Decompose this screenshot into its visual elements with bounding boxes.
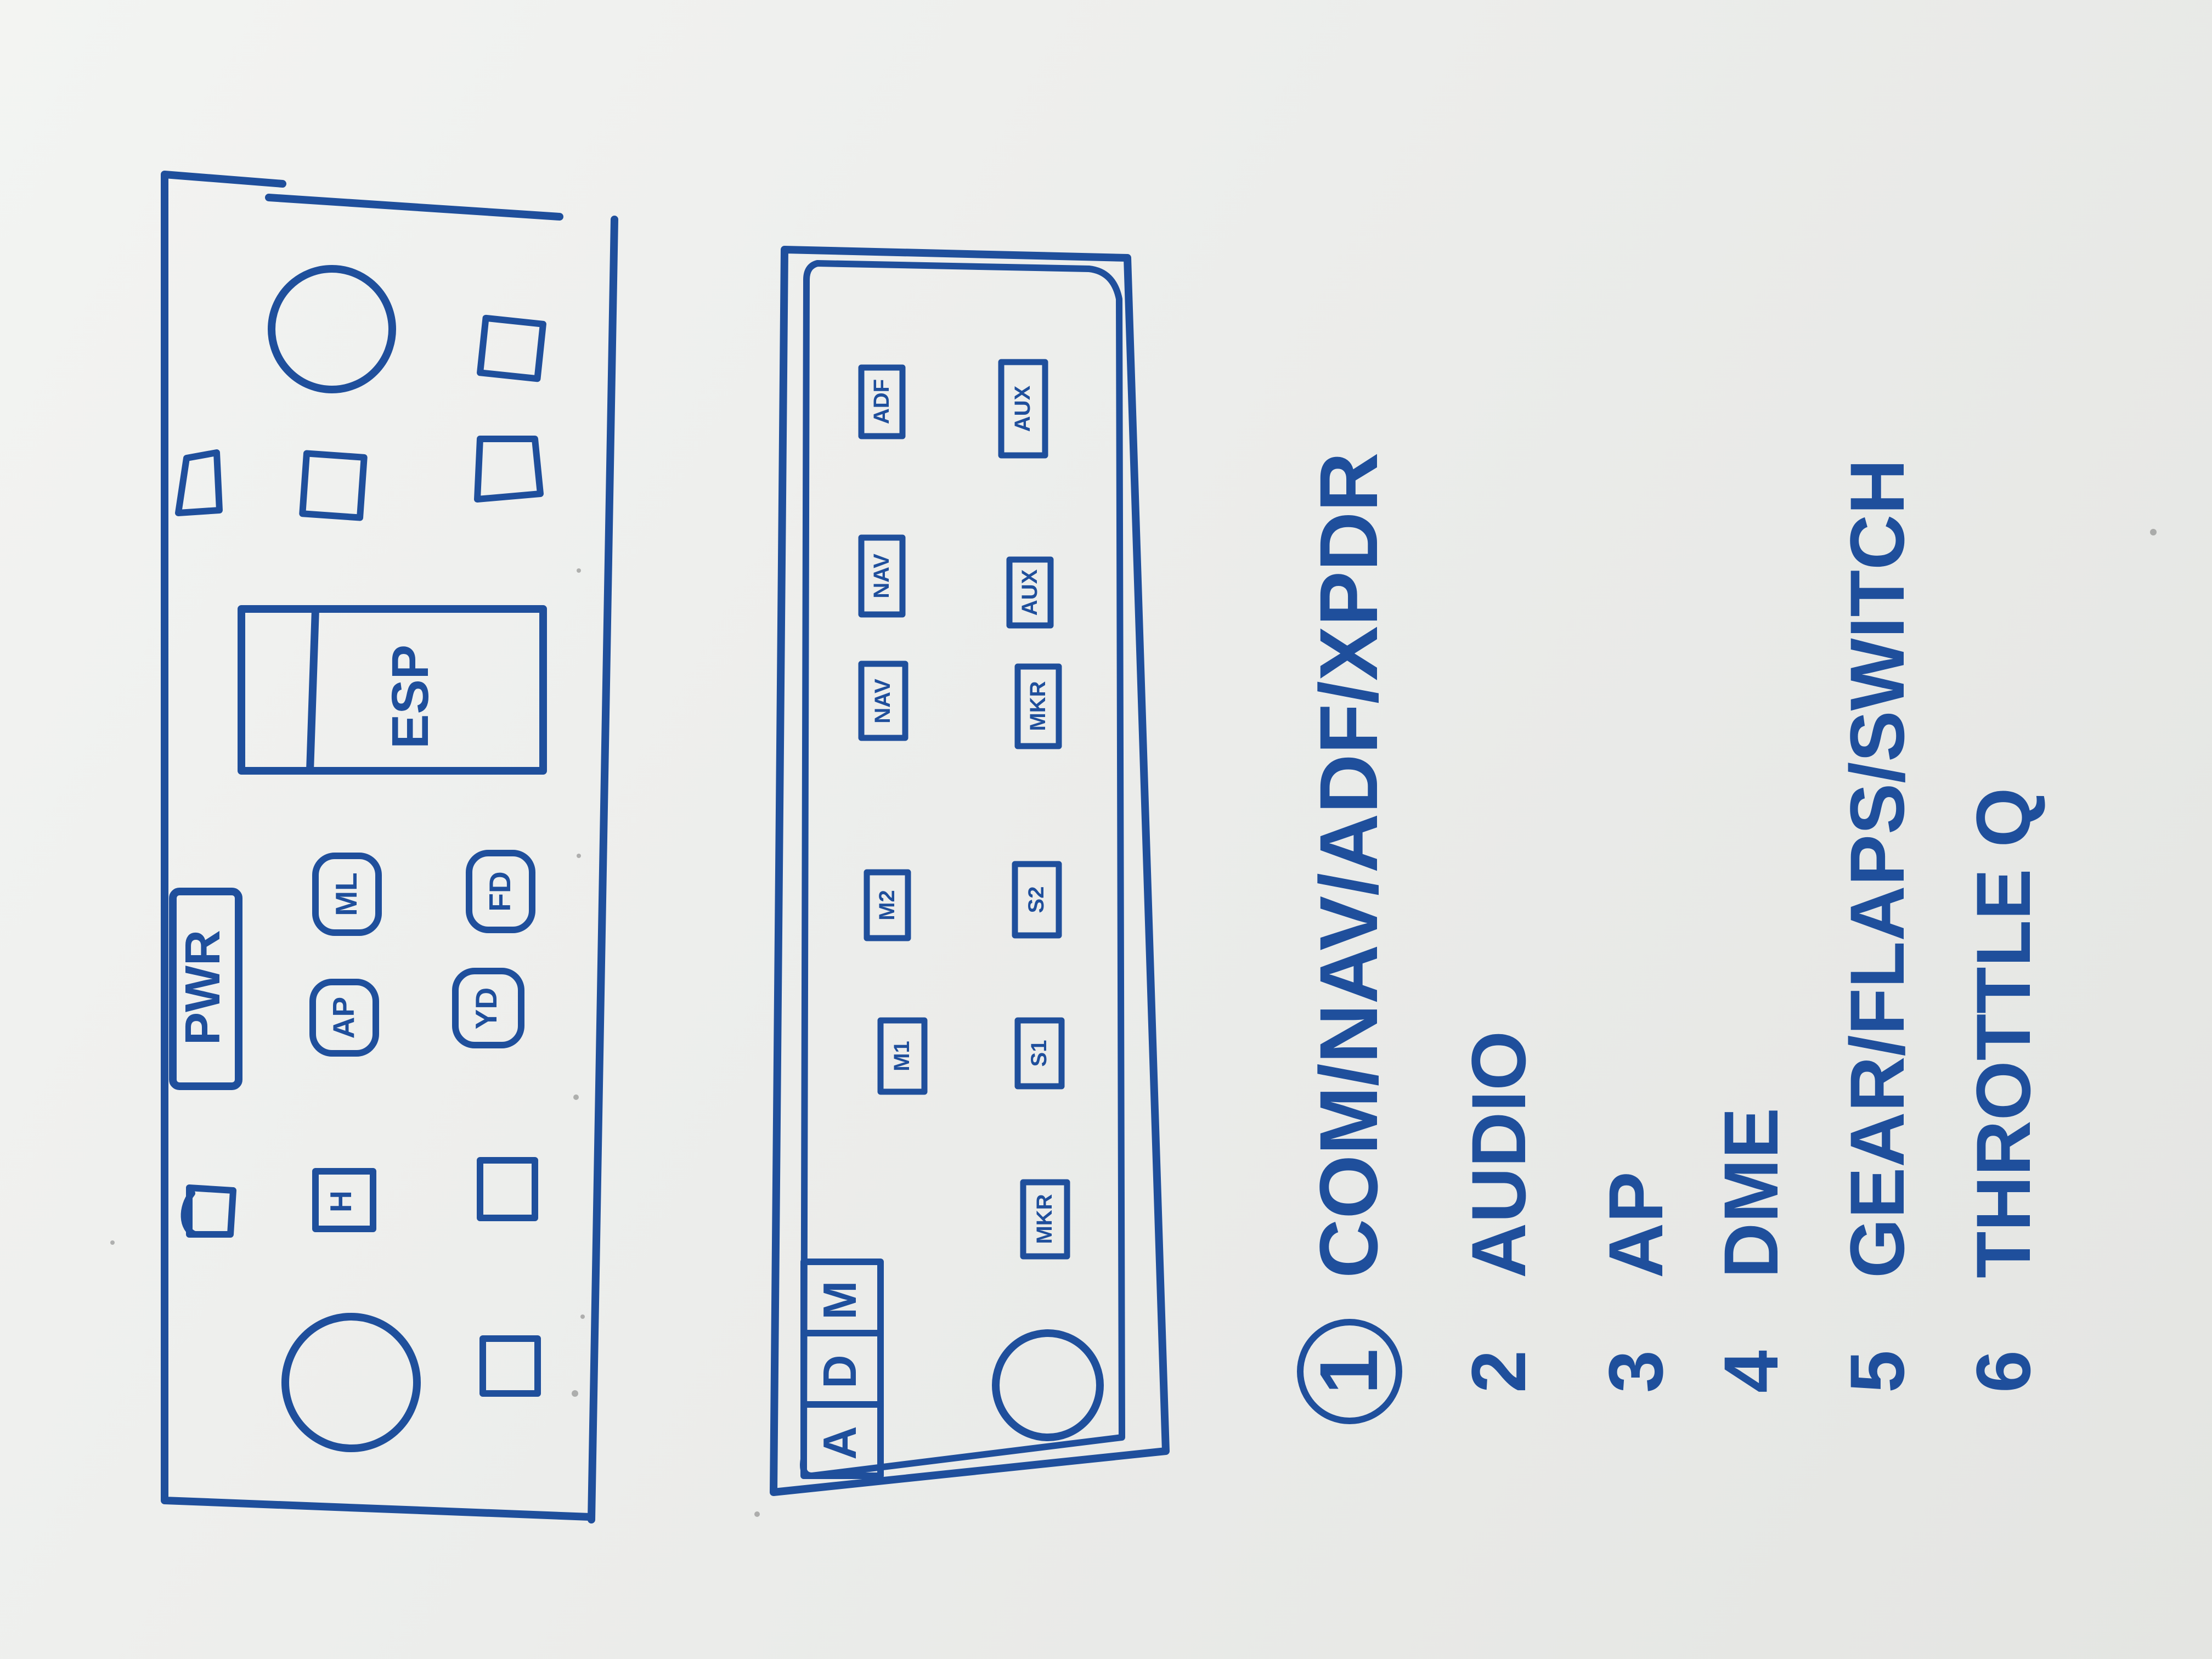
list-text-1: COM/NAV/ADF/XPDR bbox=[1302, 452, 1395, 1278]
aux-button bbox=[998, 359, 1048, 459]
nav-button bbox=[858, 534, 906, 618]
m2-button bbox=[864, 869, 911, 941]
s1-button bbox=[1014, 1017, 1065, 1090]
adf-label: ADF bbox=[870, 379, 894, 424]
list-num-2: 2 bbox=[1455, 1350, 1542, 1393]
list-text-6: THROTTLE Q bbox=[1960, 788, 2046, 1278]
s1-label: S1 bbox=[1027, 1040, 1051, 1067]
panel-1-outline bbox=[161, 171, 618, 1523]
priority-list: 1 COM/NAV/ADF/XPDR 2 AUDIO 3 AP 4 DME 5 … bbox=[1297, 452, 2046, 1424]
circled-number bbox=[1297, 1319, 1402, 1424]
mkr-button bbox=[1014, 663, 1062, 749]
aux-label: AUX bbox=[1011, 385, 1035, 432]
switch-square bbox=[474, 436, 544, 503]
aux-button bbox=[1006, 556, 1054, 629]
volume-knob bbox=[992, 1329, 1104, 1441]
nav-label: NAV bbox=[871, 679, 895, 724]
mkr-label: MKR bbox=[1026, 681, 1050, 731]
list-num-4: 4 bbox=[1708, 1350, 1794, 1393]
list-text-3: AP bbox=[1593, 1172, 1679, 1278]
switch-square bbox=[299, 450, 368, 521]
tab-d: D bbox=[814, 1355, 866, 1388]
fd-button bbox=[466, 850, 535, 933]
nav-button bbox=[858, 661, 909, 741]
knob-circle bbox=[268, 265, 396, 393]
m1-label: M1 bbox=[890, 1041, 914, 1071]
pwr-button bbox=[169, 888, 242, 1090]
yd-label: YD bbox=[469, 988, 503, 1029]
switch-square bbox=[477, 1157, 538, 1221]
knob-circle bbox=[281, 1313, 421, 1452]
m1-button bbox=[877, 1017, 928, 1095]
list-num-1: 1 bbox=[1302, 1348, 1395, 1394]
list-text-4: DME bbox=[1708, 1108, 1794, 1278]
adf-button bbox=[858, 364, 906, 439]
ml-label: ML bbox=[329, 872, 363, 916]
fd-label: FD bbox=[483, 871, 517, 911]
ml-button bbox=[312, 853, 382, 936]
esp-label: ESP bbox=[381, 645, 439, 749]
smudges bbox=[110, 529, 2157, 1517]
mkr-label: MKR bbox=[1032, 1194, 1057, 1244]
switch-square bbox=[312, 1168, 376, 1232]
panel-1-sketch: ESP PWR ML AP FD YD H bbox=[161, 171, 618, 1523]
panel-2-sketch: M D A ADF NAV NAV M2 M1 AUX AUX MKR S2 S… bbox=[770, 246, 1170, 1496]
aux-label: AUX bbox=[1018, 569, 1042, 616]
h-label: H bbox=[324, 1190, 358, 1212]
s2-label: S2 bbox=[1024, 887, 1048, 913]
list-num-6: 6 bbox=[1960, 1350, 2046, 1393]
list-text-2: AUDIO bbox=[1455, 1031, 1542, 1278]
pwr-label: PWR bbox=[176, 930, 230, 1045]
tab-m: M bbox=[814, 1281, 866, 1320]
esp-display bbox=[238, 605, 547, 775]
switch-square bbox=[175, 449, 223, 516]
yd-button bbox=[452, 968, 524, 1048]
list-text-5: GEAR/FLAPS/SWITCH bbox=[1834, 459, 1920, 1278]
switch-square bbox=[477, 314, 546, 382]
s2-button bbox=[1012, 861, 1062, 939]
switch-square bbox=[479, 1335, 541, 1397]
list-num-5: 5 bbox=[1834, 1350, 1920, 1393]
mkr-button bbox=[1020, 1179, 1070, 1260]
m2-label: M2 bbox=[875, 890, 899, 921]
panel-2-outline bbox=[770, 246, 1170, 1496]
nav-label: NAV bbox=[870, 554, 894, 599]
mode-tabs bbox=[800, 1259, 884, 1479]
ap-button bbox=[309, 979, 379, 1057]
list-num-3: 3 bbox=[1593, 1350, 1679, 1393]
ap-label: AP bbox=[326, 997, 360, 1039]
tab-a: A bbox=[814, 1426, 866, 1459]
switch-square bbox=[186, 1184, 236, 1238]
